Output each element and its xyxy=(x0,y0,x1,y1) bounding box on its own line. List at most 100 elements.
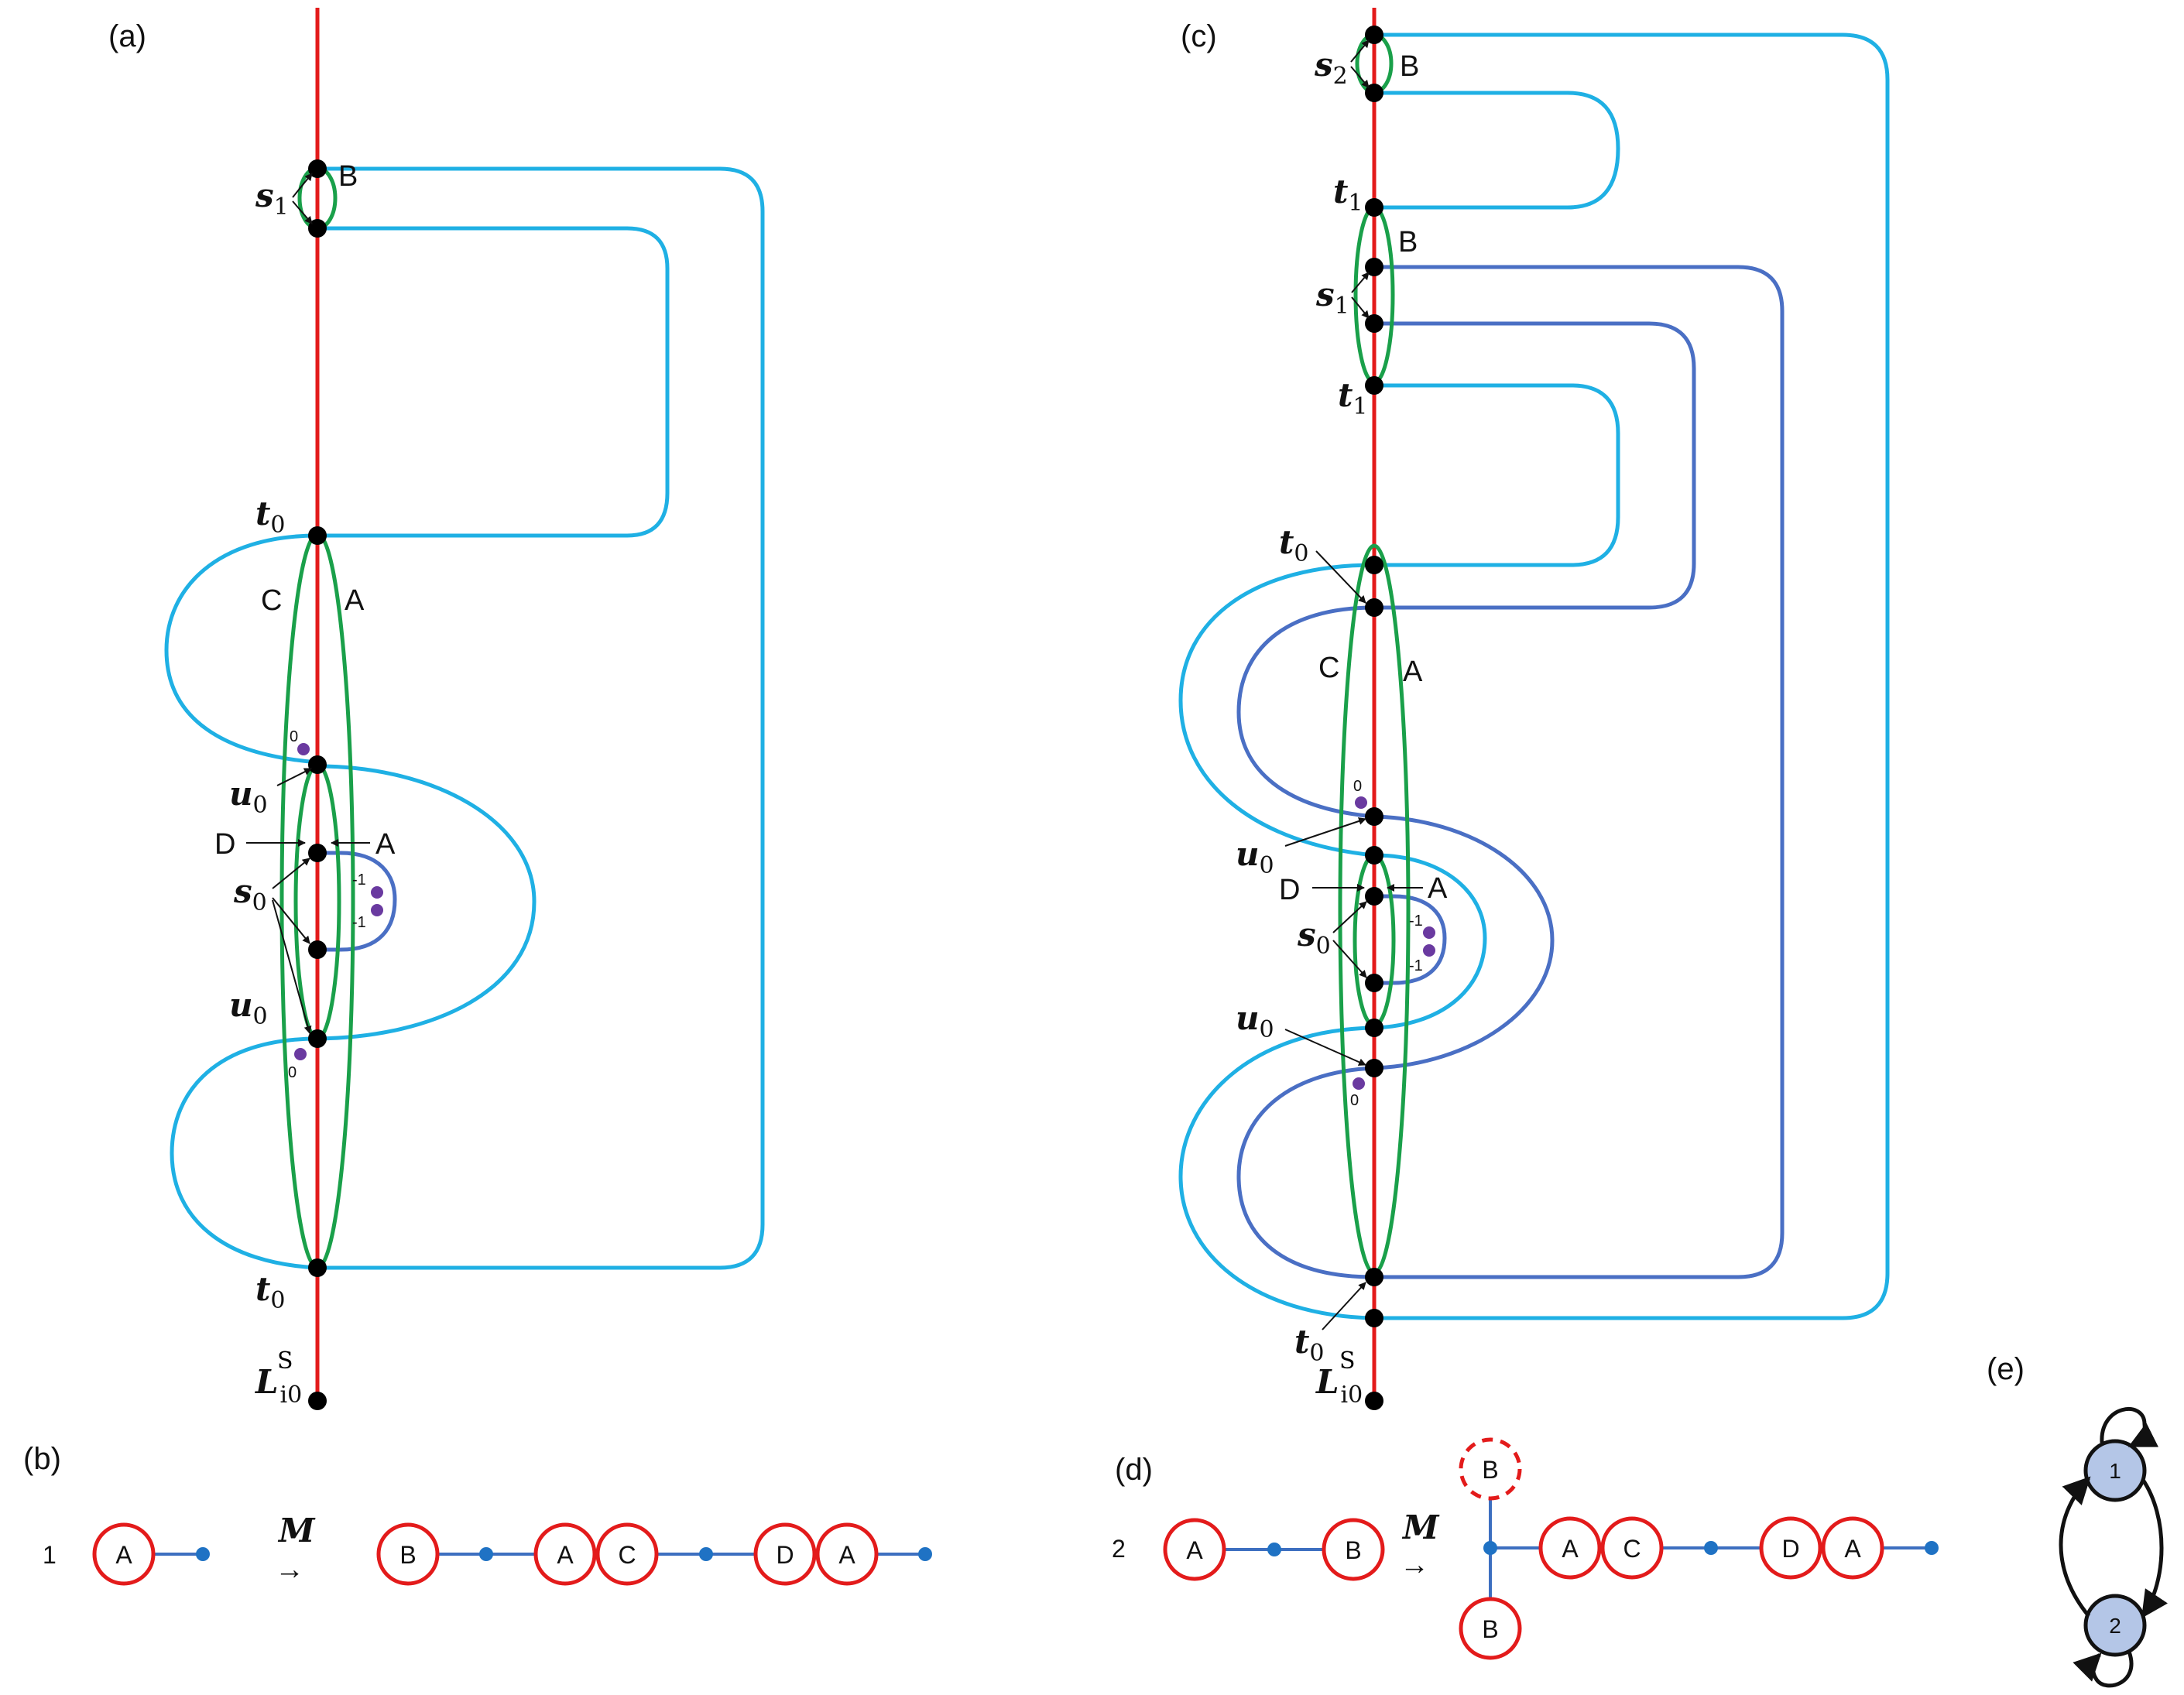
panel-c-mark-minus-one-b xyxy=(1423,944,1435,957)
panel-c-mark-minus-one-b-label: -1 xyxy=(1409,957,1423,974)
panel-a-mark-minus-one-b xyxy=(371,904,383,916)
panel-a-inner-cyan-loop xyxy=(317,226,670,538)
panel-b-right-node-0-label: B xyxy=(399,1541,416,1569)
panel-c-label: (c) xyxy=(1181,19,1217,53)
panel-a-node-t0-bottom xyxy=(308,1258,327,1277)
panel-c-node-t0-b xyxy=(1365,598,1383,617)
panel-b-left-node-0 xyxy=(92,1522,156,1586)
panel-b-map-arrow: → xyxy=(275,1553,304,1586)
panel-c-mark-zero-top xyxy=(1355,796,1367,809)
panel-a-region-A: A xyxy=(345,584,365,617)
panel-b-right-node-3-label: D xyxy=(776,1541,794,1569)
panel-c-mark-zero-bottom-label: 0 xyxy=(1350,1092,1359,1109)
panel-c-region-A: A xyxy=(1403,656,1423,688)
panel-d-branch-junction xyxy=(1483,1541,1497,1555)
panel-a-arrow-s0-down xyxy=(272,897,310,944)
panel-a-arrow-u0-top xyxy=(276,768,312,786)
panel-c-node-u0-c xyxy=(1365,1019,1383,1037)
panel-a-label: (a) xyxy=(108,19,146,53)
panel-d-right-node-3-label: A xyxy=(1844,1535,1861,1563)
panel-a-label-u0-bottom: u0 xyxy=(229,986,268,1030)
panel-a-mark-minus-one-b-label: -1 xyxy=(352,914,366,931)
panel-a-label-t0-bottom: t0 xyxy=(255,1270,286,1314)
panel-c-arrow-u0-bottom xyxy=(1284,1029,1366,1066)
panel-c-small-blue-loop xyxy=(1374,894,1447,985)
panel-c-label-t1-top: t1 xyxy=(1333,173,1363,217)
panel-d-left-node-1-label: B xyxy=(1345,1536,1361,1564)
panel-d-right-node-2-label: D xyxy=(1781,1535,1799,1563)
panel-d-label: (d) xyxy=(1115,1453,1153,1487)
panel-d-right-node-3 xyxy=(1821,1516,1884,1580)
panel-c-left-cyan-lower xyxy=(1178,1026,1375,1320)
panel-a-left-cyan-lower xyxy=(170,1036,318,1270)
panel-b-junction-2 xyxy=(699,1547,713,1561)
panel-b-label: (b) xyxy=(23,1442,61,1476)
panel-a-node-u0-top xyxy=(308,755,327,774)
panel-c-node-t1-bottom xyxy=(1365,376,1383,395)
panel-c-right-blue-middle xyxy=(1373,814,1555,1070)
panel-b-index: 1 xyxy=(43,1541,57,1569)
panel-d-top-node-dashed xyxy=(1459,1437,1522,1501)
panel-c-region-C: C xyxy=(1318,652,1339,684)
panel-d-junction-3 xyxy=(1925,1541,1939,1555)
panel-c-arrow-s2-down xyxy=(1350,66,1370,88)
panel-b-right-node-3 xyxy=(753,1522,817,1586)
panel-a-region-C: C xyxy=(261,584,282,617)
panel-a-label-L: Li0 xyxy=(255,1363,302,1409)
panel-c-arrow-s2-up xyxy=(1350,39,1370,63)
panel-b: (b) 1 A M → B A C D A xyxy=(23,1442,932,1586)
panel-c-left-cyan-upper xyxy=(1178,563,1375,858)
panel-d-left-node-0-label: A xyxy=(1186,1536,1203,1564)
panel-a-mark-zero-bottom-label: 0 xyxy=(288,1064,297,1081)
panel-c-node-s0-bottom xyxy=(1365,974,1383,992)
panel-a-node-s1-top xyxy=(308,159,327,178)
panel-a-node-s0-bottom xyxy=(308,940,327,959)
panel-b-right-node-2 xyxy=(595,1522,659,1586)
panel-d-bottom-node-label: B xyxy=(1482,1615,1498,1643)
panel-a-arrow-s0-to-u0 xyxy=(272,899,312,1034)
panel-c: (c) xyxy=(1178,8,1890,1410)
panel-b-right-node-0 xyxy=(376,1522,440,1586)
panel-c-node-u0-a xyxy=(1365,807,1383,826)
panel-d-left-junction xyxy=(1267,1543,1281,1556)
panel-a-mark-minus-one-a xyxy=(371,886,383,899)
panel-c-top-cyan-hook xyxy=(1374,91,1620,210)
panel-a-region-B: B xyxy=(338,160,358,193)
panel-a-region-A-inner: A xyxy=(375,828,396,861)
panel-d-left-node-1 xyxy=(1322,1518,1385,1581)
transition-2-to-1 xyxy=(2059,1476,2091,1618)
panel-d-right-node-1-label: C xyxy=(1623,1535,1641,1563)
panel-b-map-label: M xyxy=(277,1512,316,1549)
panel-c-region-D: D xyxy=(1279,874,1300,906)
state-1-self-loop xyxy=(2100,1407,2159,1448)
panel-d-map-arrow: → xyxy=(1400,1549,1429,1581)
panel-c-region-B-middle: B xyxy=(1398,226,1418,259)
panel-a-arrow-s1-up xyxy=(292,173,313,198)
panel-a-node-s1-bottom xyxy=(308,219,327,238)
panel-d-map-label: M xyxy=(1401,1508,1440,1546)
panel-a-region-D: D xyxy=(214,828,235,861)
panel-c-label-t0-top: t0 xyxy=(1279,523,1309,567)
panel-a-right-cyan-middle xyxy=(317,764,537,1041)
panel-c-arrow-s1-down xyxy=(1351,296,1370,319)
panel-c-mark-minus-one-a-label: -1 xyxy=(1409,913,1423,930)
panel-c-inner-blue-loop xyxy=(1374,321,1696,610)
panel-d-bottom-node xyxy=(1459,1597,1522,1660)
panel-c-label-t1-bottom: t1 xyxy=(1338,376,1368,420)
panel-c-outer-blue-loop xyxy=(1374,265,1785,1279)
panel-b-junction-3 xyxy=(918,1547,932,1561)
panel-c-node-t0-a xyxy=(1365,556,1383,574)
panel-a-mark-zero-top-label: 0 xyxy=(290,728,298,745)
panel-c-mark-minus-one-a xyxy=(1423,926,1435,939)
panel-e-label: (e) xyxy=(1987,1352,2025,1386)
panel-a-node-L xyxy=(308,1392,327,1410)
panel-a-blue-loop xyxy=(317,851,397,952)
panel-c-arrow-t0-top xyxy=(1315,550,1366,604)
panel-d: (d) 2 A B M → B B A C D A xyxy=(1112,1437,1939,1660)
panel-c-right-cyan-middle xyxy=(1373,853,1487,1030)
panel-c-label-u0-bottom: u0 xyxy=(1236,999,1274,1043)
panel-b-right-node-4-label: A xyxy=(838,1541,855,1569)
panel-c-label-L-sup: S xyxy=(1339,1347,1356,1375)
